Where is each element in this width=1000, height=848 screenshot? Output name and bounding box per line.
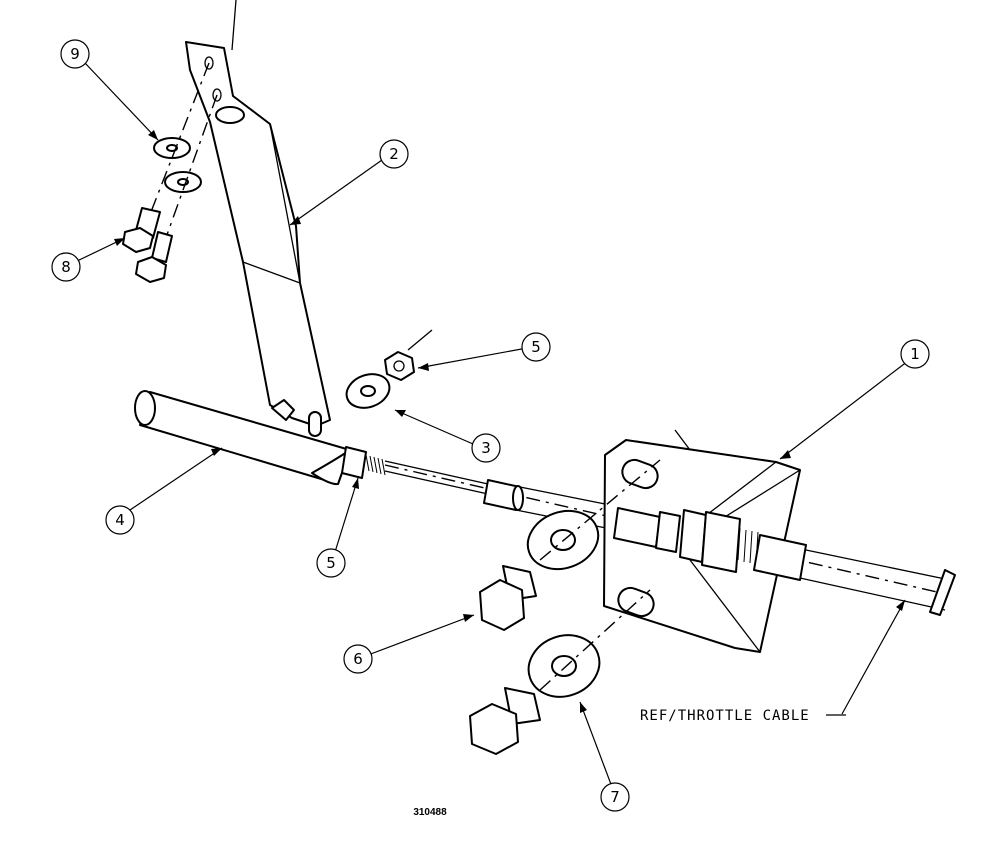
- callout-3-label: 3: [481, 439, 491, 457]
- callout-4-label: 4: [115, 511, 125, 529]
- callout-6: 6: [343, 644, 373, 674]
- callout-9: 9: [60, 39, 90, 69]
- callout-7: 7: [600, 782, 630, 812]
- callout-7-label: 7: [610, 788, 620, 806]
- callout-3: 3: [471, 433, 501, 463]
- callout-6-label: 6: [353, 650, 363, 668]
- washer-upper: [345, 373, 391, 409]
- support-bracket: [185, 0, 331, 437]
- reference-note: REF/THROTTLE CABLE: [640, 708, 810, 724]
- jam-nut-lower: [341, 446, 386, 479]
- callout-1-label: 1: [910, 345, 920, 363]
- callout-9-label: 9: [70, 45, 80, 63]
- washer-and-bolt-6: [479, 459, 661, 631]
- callout-5-lower: 5: [316, 548, 346, 578]
- washers-top: [139, 62, 218, 261]
- callout-2-label: 2: [389, 145, 399, 163]
- inner-cable: [384, 460, 489, 495]
- washer-and-bolt-7: [469, 589, 651, 755]
- hex-bolts-top: [122, 207, 173, 283]
- callout-5-lower-label: 5: [326, 554, 336, 572]
- callout-1: 1: [900, 339, 930, 369]
- callout-8: 8: [51, 252, 81, 282]
- hex-nut-upper: [384, 329, 433, 381]
- callout-leaders: [74, 62, 909, 788]
- cable-adjuster-fitting: [613, 507, 956, 616]
- callout-8-label: 8: [61, 258, 71, 276]
- callout-5-upper: 5: [521, 332, 551, 362]
- drawing-number: 310488: [413, 807, 447, 818]
- cable-centerline: [384, 464, 951, 596]
- rod-cylinder: [134, 390, 351, 486]
- callout-2: 2: [379, 139, 409, 169]
- callout-4: 4: [105, 505, 135, 535]
- callout-5-upper-label: 5: [531, 338, 541, 356]
